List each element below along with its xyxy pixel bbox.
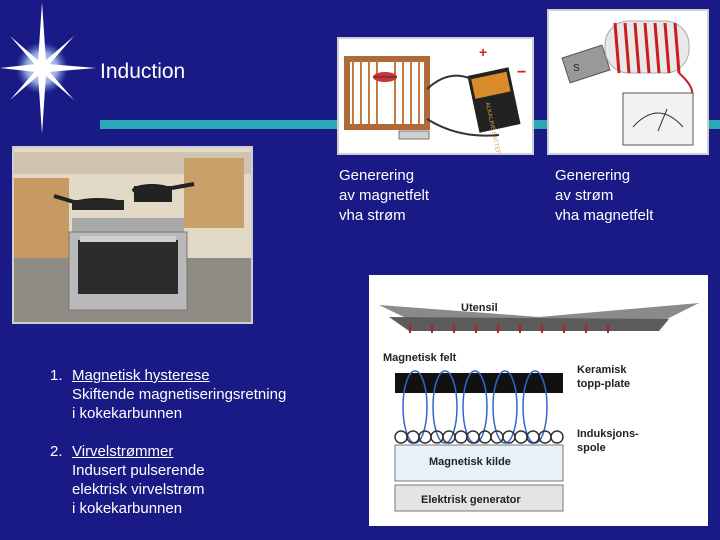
plus-sign: + <box>479 44 487 60</box>
term-virvelstrommer-link[interactable]: Virvelstrømmer <box>72 443 174 460</box>
caption-magnetfelt: Generering av magnetfelt vha strøm <box>339 167 430 224</box>
term-hysterese-link[interactable]: Magnetisk hysterese <box>72 367 210 384</box>
slide-title: Induction <box>100 60 186 83</box>
list-item: 2. Virvelstrømmer Indusert pulserende el… <box>50 442 350 518</box>
list-number: 1. <box>50 367 63 384</box>
description-virvelstrommer: Indusert pulserende elektrisk virvelstrø… <box>72 462 205 517</box>
coil-galvanometer-photo: S <box>547 9 709 155</box>
list-number: 2. <box>50 443 63 460</box>
minus-sign: − <box>517 64 526 81</box>
label-magnetisk-felt: Magnetisk felt <box>383 352 457 364</box>
label-magnetisk-kilde: Magnetisk kilde <box>429 456 511 468</box>
electromagnet-battery-photo: ALKALINE BATTERY + − <box>337 37 534 155</box>
list-item: 1. Magnetisk hysterese Skiftende magneti… <box>50 366 350 423</box>
induction-mechanisms-list: 1. Magnetisk hysterese Skiftende magneti… <box>50 366 350 537</box>
description-hysterese: Skiftende magnetiseringsretning i kokeka… <box>72 386 287 422</box>
label-induksjonsspole: Induksjons-spole <box>577 428 639 454</box>
label-elektrisk-generator: Elektrisk generator <box>421 494 521 506</box>
magnet-pole-label: S <box>573 63 580 74</box>
induction-stove-photo <box>12 146 253 324</box>
label-utensil: Utensil <box>461 302 498 314</box>
caption-strom: Generering av strøm vha magnetfelt <box>555 167 654 224</box>
starburst-logo <box>0 2 96 134</box>
